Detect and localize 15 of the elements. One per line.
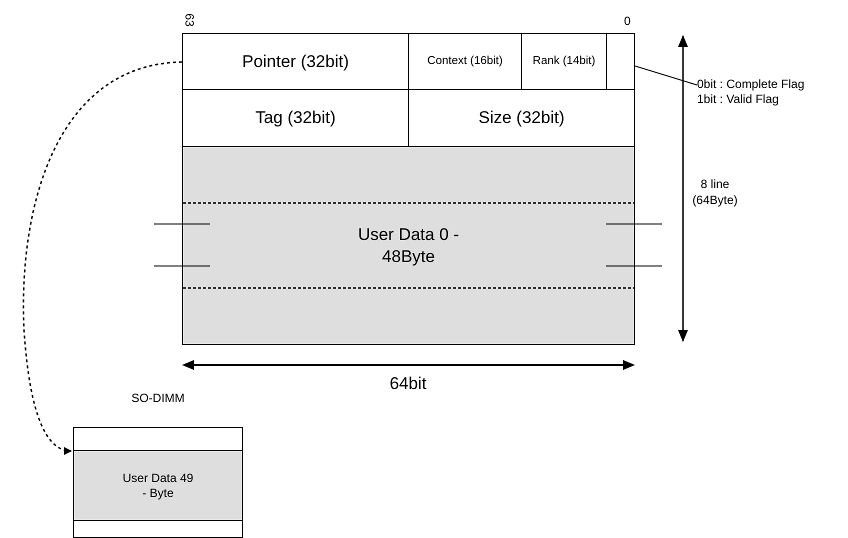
arrow (22, 61, 182, 454)
module-title: SO-DIMM (130, 390, 186, 407)
user-data-area: User Data 49 - Byte (73, 450, 243, 521)
memory-row (73, 520, 243, 538)
user-data-area: User Data 0 - 48Byte (182, 146, 635, 345)
bit-index: 0 (624, 15, 631, 27)
bit-index: 63 (184, 13, 196, 27)
memory-row (73, 427, 243, 451)
dimension-label: 8 line (64Byte) (691, 176, 739, 208)
field-cell: Pointer (32bit) (182, 33, 409, 90)
flag-note: 0bit : Complete Flag (697, 77, 804, 92)
leader-line (634, 66, 698, 86)
dimension-label: 64bit (388, 375, 428, 392)
flag-note: 1bit : Valid Flag (697, 92, 780, 107)
flag-cell (606, 33, 635, 90)
